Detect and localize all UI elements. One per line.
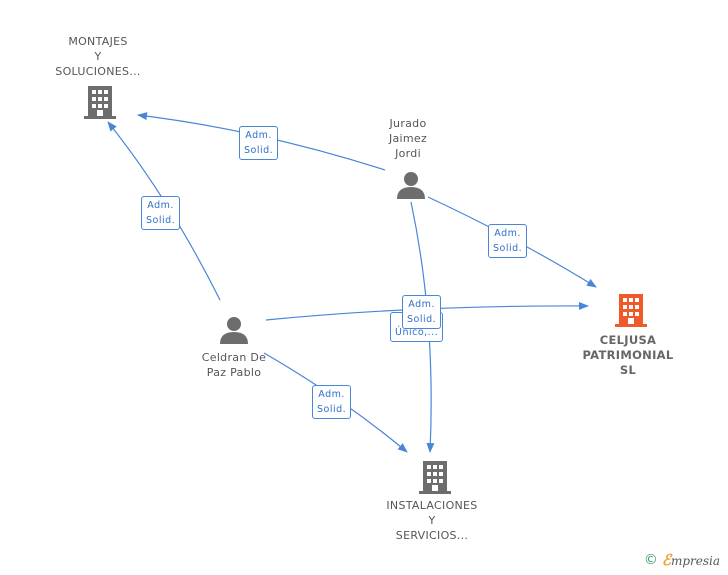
node-label-jurado[interactable]: Jurado Jaimez Jordi — [388, 117, 428, 160]
edge-label-jurado-celjusa[interactable]: Adm. Solid. — [488, 224, 528, 258]
node-label-celdran[interactable]: Celdran De Paz Pablo — [201, 351, 267, 379]
building-icon[interactable] — [615, 292, 647, 328]
edge-label-celdran-montajes[interactable]: Adm. Solid. — [141, 196, 181, 230]
edge-label-celdran-celjusa[interactable]: Adm. Solid. — [402, 295, 442, 329]
person-icon[interactable] — [396, 170, 426, 200]
copyright-icon: © — [643, 552, 658, 568]
person-icon[interactable] — [219, 315, 249, 345]
node-label-instalaciones[interactable]: INSTALACIONES Y SERVICIOS... — [386, 499, 478, 542]
edge-label-jurado-montajes[interactable]: Adm. Solid. — [239, 126, 279, 160]
building-icon[interactable] — [84, 84, 116, 120]
node-label-montajes[interactable]: MONTAJES Y SOLUCIONES... — [55, 35, 141, 78]
building-icon[interactable] — [419, 459, 451, 495]
footer-brand: © ℰmpresia — [644, 551, 720, 569]
brand-logo[interactable]: ℰmpresia — [661, 551, 720, 569]
node-label-celjusa[interactable]: CELJUSA PATRIMONIAL SL — [582, 333, 674, 377]
edge-label-celdran-instalaciones[interactable]: Adm. Solid. — [312, 385, 352, 419]
